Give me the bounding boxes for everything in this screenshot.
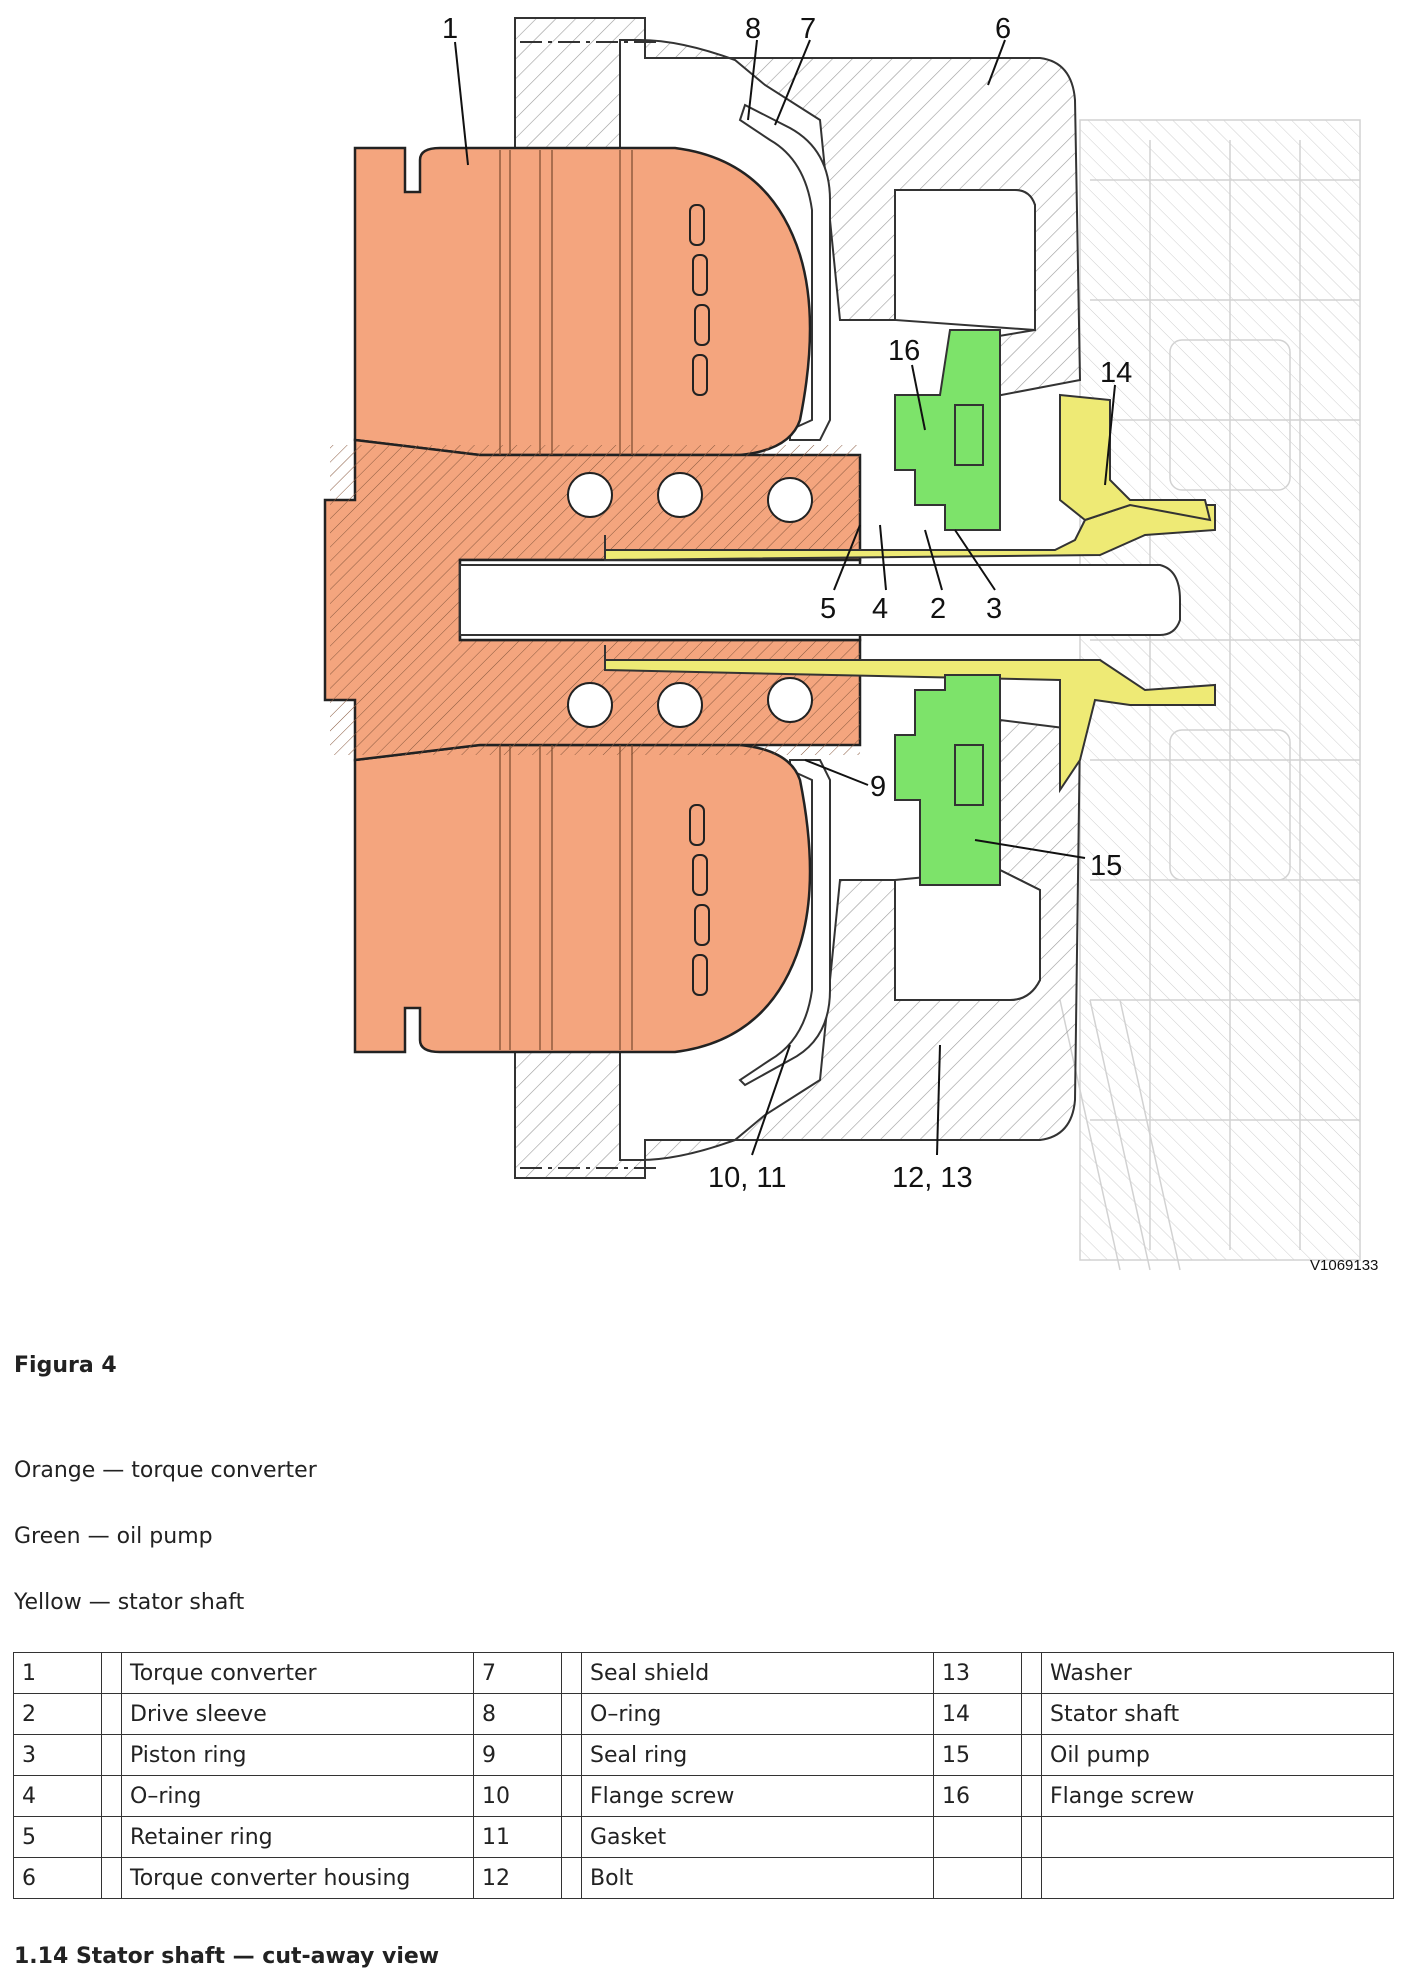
part-name-cell: Seal shield <box>581 1652 934 1694</box>
part-number-cell: 11 <box>473 1816 562 1858</box>
spacer-cell <box>101 1775 122 1817</box>
part-number-cell: 16 <box>933 1775 1022 1817</box>
part-number-cell <box>933 1816 1022 1858</box>
callout-6: 6 <box>995 13 1011 45</box>
spacer-cell <box>1021 1857 1042 1899</box>
part-name-cell: Flange screw <box>581 1775 934 1817</box>
torque-converter-housing <box>514 17 1082 1179</box>
part-name-cell: Bolt <box>581 1857 934 1899</box>
spacer-cell <box>561 1775 582 1817</box>
spacer-cell <box>1021 1816 1042 1858</box>
part-name-cell: Oil pump <box>1041 1734 1394 1776</box>
part-name-cell: Flange screw <box>1041 1775 1394 1817</box>
spacer-cell <box>101 1857 122 1899</box>
part-name-cell: Retainer ring <box>121 1816 474 1858</box>
part-name-cell <box>1041 1816 1394 1858</box>
callout-5: 5 <box>820 593 836 625</box>
spacer-cell <box>561 1734 582 1776</box>
callout-labels: 1 8 7 6 16 14 5 4 2 3 9 15 10, 11 12, 13 <box>442 13 1132 1194</box>
callout-12-13: 12, 13 <box>892 1162 973 1194</box>
callout-2: 2 <box>930 593 946 625</box>
spacer-cell <box>101 1652 122 1694</box>
callout-7: 7 <box>800 13 816 45</box>
part-name-cell: O–ring <box>581 1693 934 1735</box>
part-number-cell: 5 <box>13 1816 102 1858</box>
spacer-cell <box>561 1693 582 1735</box>
spacer-cell <box>101 1816 122 1858</box>
callout-3: 3 <box>986 593 1002 625</box>
callout-9: 9 <box>870 771 886 803</box>
callout-14: 14 <box>1100 357 1132 389</box>
spacer-cell <box>101 1693 122 1735</box>
part-number-cell: 8 <box>473 1693 562 1735</box>
part-number-cell: 13 <box>933 1652 1022 1694</box>
callout-8: 8 <box>745 13 761 45</box>
part-number-cell: 1 <box>13 1652 102 1694</box>
spacer-cell <box>1021 1775 1042 1817</box>
image-code: V1069133 <box>1310 1257 1378 1274</box>
section-heading: 1.14 Stator shaft — cut-away view <box>14 1944 440 1969</box>
legend-orange: Orange — torque converter <box>14 1458 317 1483</box>
callout-leaders <box>454 39 1116 1156</box>
callout-16: 16 <box>888 335 920 367</box>
part-name-cell: Torque converter housing <box>121 1857 474 1899</box>
part-number-cell <box>933 1857 1022 1899</box>
legend-green: Green — oil pump <box>14 1524 213 1549</box>
spacer-cell <box>1021 1734 1042 1776</box>
callout-15: 15 <box>1090 850 1122 882</box>
part-number-cell: 9 <box>473 1734 562 1776</box>
spacer-cell <box>1021 1652 1042 1694</box>
part-name-cell: O–ring <box>121 1775 474 1817</box>
part-number-cell: 7 <box>473 1652 562 1694</box>
part-name-cell: Torque converter <box>121 1652 474 1694</box>
part-name-cell: Piston ring <box>121 1734 474 1776</box>
part-number-cell: 6 <box>13 1857 102 1899</box>
part-name-cell: Washer <box>1041 1652 1394 1694</box>
spacer-cell <box>561 1857 582 1899</box>
part-name-cell: Seal ring <box>581 1734 934 1776</box>
legend-yellow: Yellow — stator shaft <box>14 1590 245 1615</box>
part-number-cell: 14 <box>933 1693 1022 1735</box>
part-name-cell: Drive sleeve <box>121 1693 474 1735</box>
callout-10-11: 10, 11 <box>708 1162 786 1194</box>
part-name-cell: Stator shaft <box>1041 1693 1394 1735</box>
part-number-cell: 10 <box>473 1775 562 1817</box>
part-number-cell: 12 <box>473 1857 562 1899</box>
oil-pump <box>894 329 1001 886</box>
part-number-cell: 4 <box>13 1775 102 1817</box>
callout-4: 4 <box>872 593 888 625</box>
spacer-cell <box>101 1734 122 1776</box>
part-name-cell: Gasket <box>581 1816 934 1858</box>
cutaway-drawing: 1 8 7 6 16 14 5 4 2 3 9 15 10, 11 12, 13… <box>323 13 1378 1274</box>
callout-1: 1 <box>442 13 458 45</box>
spacer-cell <box>1021 1693 1042 1735</box>
input-shaft <box>459 564 1181 636</box>
figure-caption: Figura 4 <box>14 1353 117 1378</box>
spacer-cell <box>561 1816 582 1858</box>
part-number-cell: 15 <box>933 1734 1022 1776</box>
part-number-cell: 3 <box>13 1734 102 1776</box>
part-number-cell: 2 <box>13 1693 102 1735</box>
part-name-cell <box>1041 1857 1394 1899</box>
spacer-cell <box>561 1652 582 1694</box>
